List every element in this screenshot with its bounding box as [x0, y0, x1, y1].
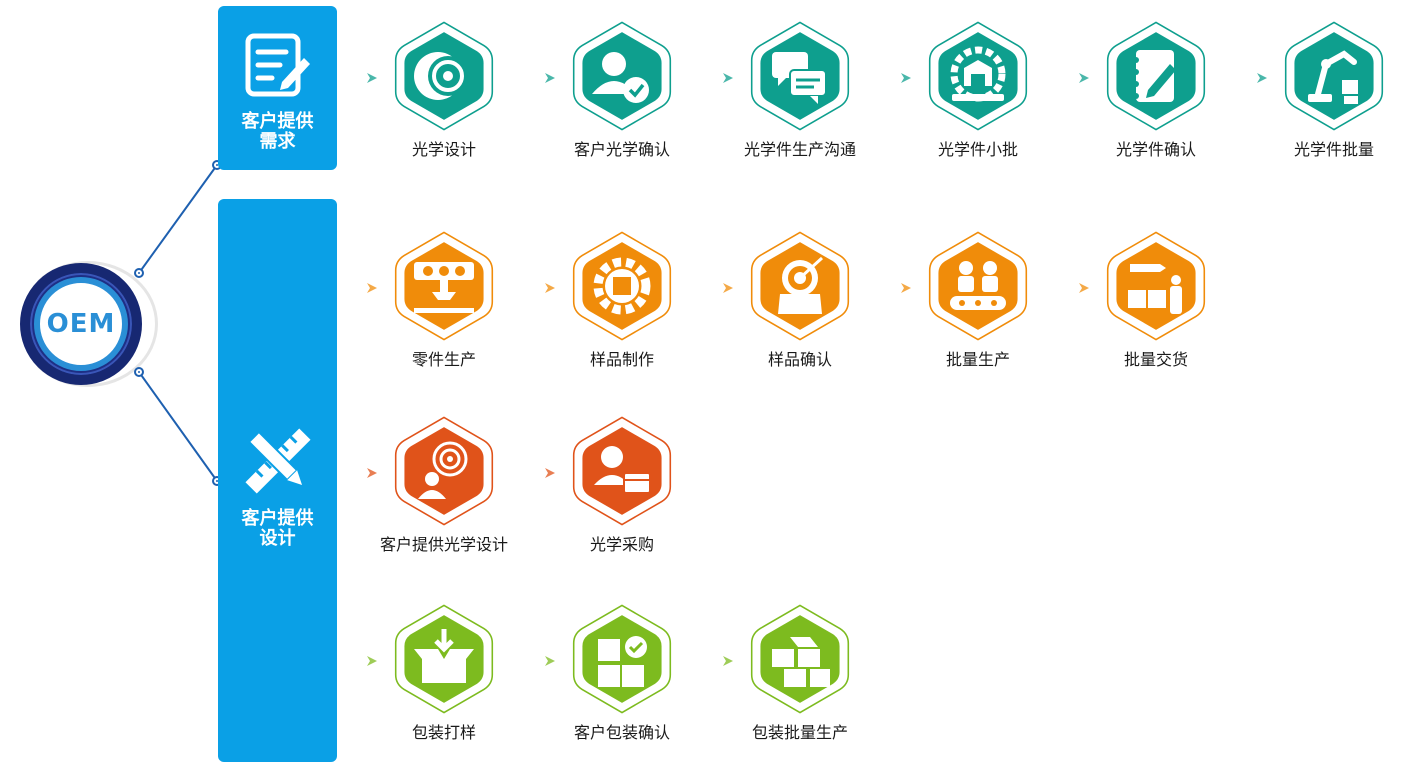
step-label: 零件生产: [411, 350, 476, 369]
user-basket-icon: [594, 446, 651, 494]
step-label: 客户包装确认: [573, 723, 670, 742]
machine-icon: [414, 262, 474, 313]
oem-label: OEM: [46, 309, 116, 339]
chat-icon: [772, 52, 827, 104]
group-label-line1: 客户提供: [241, 111, 314, 132]
step-label: 样品制作: [589, 350, 654, 369]
flow-arrow-icon: [1079, 73, 1089, 83]
flow-arrow-icon: [367, 73, 377, 83]
step-hexagon: [1106, 231, 1206, 341]
step-hexagon: [750, 231, 850, 341]
step-hexagon: [572, 21, 672, 131]
flow-arrow-icon: [723, 656, 733, 666]
step-hexagon: [750, 21, 850, 131]
robot-arm-icon: [1308, 50, 1358, 104]
flow-arrow-icon: [901, 73, 911, 83]
step-label: 批量交货: [1123, 350, 1188, 369]
oem-outer-arc: [18, 261, 158, 387]
step-label: 客户提供光学设计: [379, 535, 508, 554]
step-label: 样品确认: [767, 350, 832, 369]
step-label: 光学件生产沟通: [743, 140, 856, 159]
user-check-icon: [592, 52, 649, 103]
target-box-icon: [778, 256, 824, 314]
step-hexagon: [750, 604, 850, 714]
delivery-icon: [1128, 264, 1182, 314]
step-hexagon: [394, 231, 494, 341]
step-label: 批量生产: [945, 350, 1010, 369]
workers-conveyor-icon: [950, 261, 1006, 310]
flow-arrow-icon: [545, 468, 555, 478]
flow-arrow-icon: [545, 283, 555, 293]
ruler-pencil-icon: [245, 428, 311, 494]
step-hexagon: [394, 416, 494, 526]
step-hexagon: [928, 231, 1028, 341]
step-hexagon: [572, 231, 672, 341]
group-customer-requirements: 客户提供 需求: [218, 6, 337, 170]
flow-arrow-icon: [545, 73, 555, 83]
step-hexagon: [394, 604, 494, 714]
step-label: 光学设计: [411, 140, 476, 159]
step-hexagon: [572, 416, 672, 526]
step-label: 光学采购: [589, 535, 654, 554]
step-hexagon: [928, 21, 1028, 131]
lens-icon: [414, 52, 468, 100]
flow-arrow-icon: [367, 283, 377, 293]
step-hexagon: [1284, 21, 1384, 131]
step-label: 光学件批量: [1293, 140, 1374, 159]
step-label: 包装批量生产: [751, 723, 848, 742]
group-label-line2: 设计: [259, 528, 296, 549]
flow-arrow-icon: [1079, 283, 1089, 293]
notebook-pen-icon: [1133, 50, 1176, 102]
open-box-icon: [414, 629, 474, 683]
step-label: 光学件确认: [1115, 140, 1196, 159]
group-customer-design: 客户提供 设计: [218, 199, 337, 762]
group-label-line2: 需求: [259, 131, 296, 152]
step-hexagon: [394, 21, 494, 131]
flow-arrow-icon: [723, 283, 733, 293]
flow-arrow-icon: [367, 468, 377, 478]
flow-arrow-icon: [1257, 73, 1267, 83]
step-label: 光学件小批: [937, 140, 1018, 159]
gear-box-icon: [593, 257, 651, 315]
oem-hub: OEM: [20, 263, 142, 385]
flow-arrow-icon: [545, 656, 555, 666]
form-edit-icon: [245, 33, 310, 97]
flow-arrow-icon: [901, 283, 911, 293]
step-label: 客户光学确认: [573, 140, 670, 159]
step-hexagon: [1106, 21, 1206, 131]
target-user-icon: [418, 441, 468, 499]
group-label-line1: 客户提供: [241, 508, 314, 529]
flow-arrow-icon: [723, 73, 733, 83]
step-hexagon: [572, 604, 672, 714]
connector-node: [134, 268, 144, 278]
gear-factory-icon: [950, 46, 1006, 102]
box-check-icon: [598, 636, 647, 687]
flow-arrow-icon: [367, 656, 377, 666]
stacked-boxes-icon: [772, 637, 830, 687]
connector-node: [134, 367, 144, 377]
step-label: 包装打样: [411, 723, 476, 742]
